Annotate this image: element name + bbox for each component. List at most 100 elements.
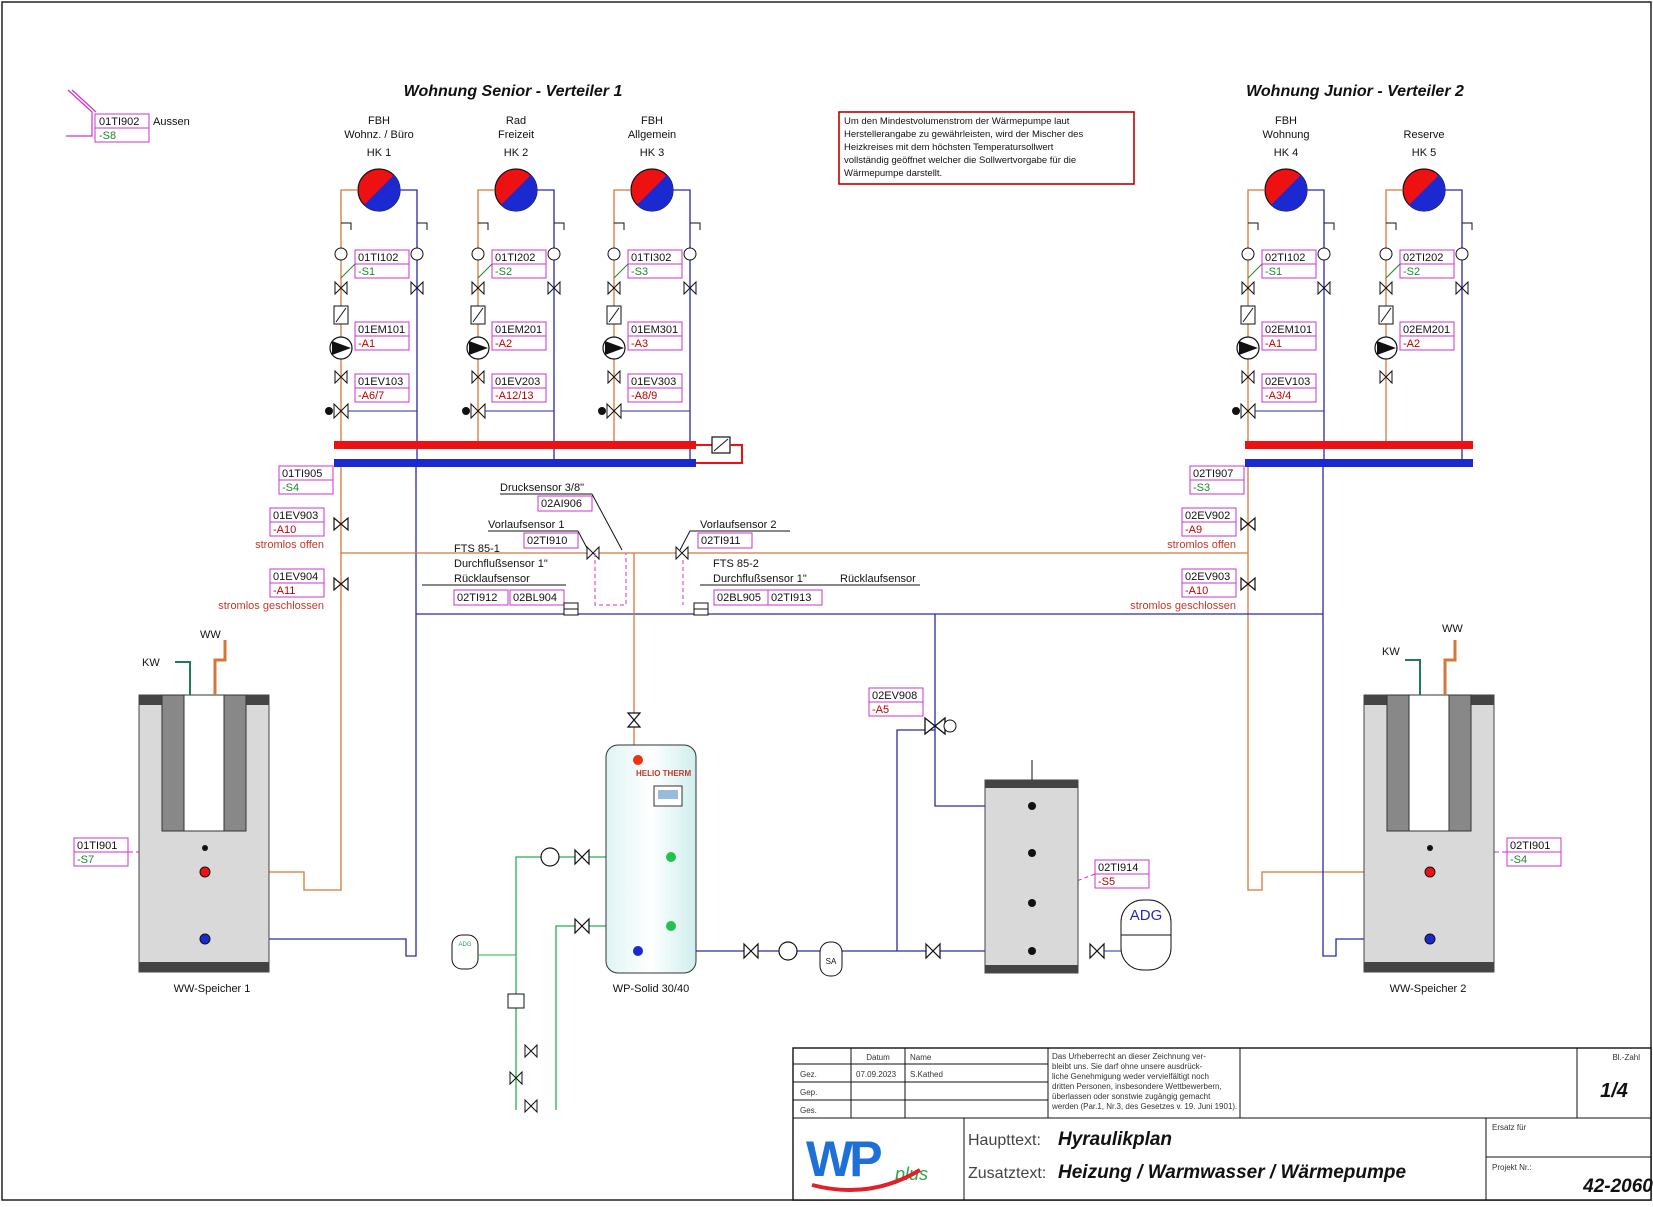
center-sensors: Drucksensor 3/8" 02AI906 Vorlaufsensor 1… xyxy=(422,482,1150,899)
ww-speicher-2: KW WW WW-Speicher 2 xyxy=(1363,623,1495,995)
circuit-3-hk: HK 3 xyxy=(640,147,664,159)
circuit-1-hk: HK 1 xyxy=(367,147,391,159)
vorlauf1-label: Vorlaufsensor 1 xyxy=(488,519,564,531)
ti911-tag: 02TI911 xyxy=(701,535,741,547)
durch2-label: Durchflußsensor 1" xyxy=(713,573,807,585)
ti912-tag: 02TI912 xyxy=(457,592,497,604)
speicher1-ww: WW xyxy=(200,629,221,641)
left-ti905-sub: -S4 xyxy=(282,482,299,494)
circuit-3-line1: FBH xyxy=(641,115,663,127)
circuit-4-ev-sub: -A3/4 xyxy=(1265,390,1291,402)
circuit-4-line2: Wohnung xyxy=(1263,129,1310,141)
circuit-2-ti-tag: 01TI202 xyxy=(495,252,535,264)
ti910-tag: 02TI910 xyxy=(527,535,567,547)
right-ev903: 02EV903 xyxy=(1185,571,1230,583)
speicher2-label: WW-Speicher 2 xyxy=(1390,983,1467,995)
adg-small-vessel: ADG xyxy=(451,934,538,1114)
heating-circuits: FBH Wohnz. / Büro HK 1 01TI102 -S1 01EM101 -A1… xyxy=(325,115,1473,459)
durch1-label: Durchflußsensor 1" xyxy=(454,558,548,570)
outside-sensor: 01TI902 -S8 Aussen xyxy=(66,89,190,143)
tb-projekt: 42-2060 xyxy=(1582,1176,1653,1197)
circuit-1-em-sub: -A1 xyxy=(358,338,375,350)
tb-copyright-6: werden (Par.1, Nr.3, des Gesetzes v. 19.… xyxy=(1051,1102,1237,1111)
left-ev904-sub: -A11 xyxy=(273,585,295,597)
circuit-4-line1: FBH xyxy=(1275,115,1297,127)
note-line-2: Herstellerangabe zu gewährleisten, wird … xyxy=(844,129,1083,140)
circuit-1-em-tag: 01EM101 xyxy=(358,324,405,336)
circuit-2-line1: Rad xyxy=(506,115,526,127)
pipe-valves xyxy=(540,712,1105,961)
outside-sensor-sub: -S8 xyxy=(99,130,116,142)
tb-copyright-2: bleibt uns. Sie darf ohne unsere ausdrüc… xyxy=(1052,1062,1203,1071)
tb-copyright-3: liche Genehmigung weder vervielfältigt n… xyxy=(1052,1072,1209,1081)
right-side-controls: 02TI907 -S3 02EV902 -A9 stromlos offen 0… xyxy=(1130,465,1562,867)
ti914-tag: 02TI914 xyxy=(1098,862,1138,874)
tb-copyright-4: dritten Personen, insbesondere Wettbewer… xyxy=(1052,1082,1222,1091)
tb-row-gez: Gez. xyxy=(800,1070,817,1079)
right-ti907-sub: -S3 xyxy=(1193,482,1210,494)
ww-speicher-1: KW WW WW-Speicher 1 xyxy=(138,629,270,995)
tb-bl-value: 1/4 xyxy=(1600,1080,1628,1102)
note-line-4: vollständig geöffnet welcher die Sollwer… xyxy=(844,155,1076,166)
circuit-5-ti-sub: -S2 xyxy=(1403,266,1420,278)
speicher1-kw: KW xyxy=(142,657,160,669)
right-ev903-sub: -A10 xyxy=(1185,585,1208,597)
tb-zusatz: Heizung / Warmwasser / Wärmepumpe xyxy=(1058,1162,1407,1183)
circuit-1-ev-tag: 01EV103 xyxy=(358,376,403,388)
circuit-1-line2: Wohnz. / Büro xyxy=(344,129,414,141)
tb-haupttext-label: Haupttext: xyxy=(968,1132,1041,1149)
circuit-2-ev-sub: -A12/13 xyxy=(495,390,534,402)
title-block: Datum Name Gez. Gep. Ges. 07.09.2023 S.K… xyxy=(792,1047,1653,1201)
tb-haupttext: Hyraulikplan xyxy=(1058,1129,1172,1150)
ti914-sub: -S5 xyxy=(1098,876,1115,888)
drucksensor-label: Drucksensor 3/8" xyxy=(500,482,584,494)
circuit-3-ev-sub: -A8/9 xyxy=(631,390,657,402)
circuit-4-ti-sub: -S1 xyxy=(1265,266,1282,278)
left-ti905: 01TI905 xyxy=(282,468,322,480)
adg-label: ADG xyxy=(1130,907,1163,924)
heading-right: Wohnung Junior - Verteiler 2 xyxy=(1246,83,1464,100)
speicher1-label: WW-Speicher 1 xyxy=(174,983,251,995)
ai906-tag: 02AI906 xyxy=(541,498,582,510)
note-line-1: Um den Mindestvolumenstrom der Wärmepump… xyxy=(844,116,1070,127)
circuit-1-ti-tag: 01TI102 xyxy=(358,252,398,264)
left-ev904: 01EV904 xyxy=(273,571,318,583)
tb-copyright: Das Urheberrecht an dieser Zeichnung ver… xyxy=(1051,1052,1237,1111)
right-ti901: 02TI901 xyxy=(1510,840,1550,852)
tb-gez-name: S.Kathed xyxy=(910,1070,943,1079)
tb-copyright-5: überlassen oder sonstwie zugängig gemach… xyxy=(1052,1092,1211,1101)
right-ev903-note: stromlos geschlossen xyxy=(1130,600,1236,612)
circuit-1-line1: FBH xyxy=(368,115,390,127)
right-ti907: 02TI907 xyxy=(1193,468,1233,480)
outside-sensor-label: Aussen xyxy=(153,116,190,128)
circuit-2-ti-sub: -S2 xyxy=(495,266,512,278)
circuit-1-ev-sub: -A6/7 xyxy=(358,390,384,402)
circuit-4-em-sub: -A1 xyxy=(1265,338,1282,350)
circuit-4-hk: HK 4 xyxy=(1274,147,1298,159)
left-side-controls: 01TI905 -S4 01EV903 -A10 stromlos offen … xyxy=(73,465,349,867)
circuit-3-em-tag: 01EM301 xyxy=(631,324,678,336)
right-ev902: 02EV902 xyxy=(1185,510,1230,522)
heading-left: Wohnung Senior - Verteiler 1 xyxy=(404,83,623,100)
speicher2-kw: KW xyxy=(1382,646,1400,658)
circuit-5-hk: HK 5 xyxy=(1412,147,1436,159)
tb-col-name: Name xyxy=(910,1053,932,1062)
adg-small-label: ADG xyxy=(458,942,471,948)
tb-col-datum: Datum xyxy=(866,1053,890,1062)
circuit-3-line2: Allgemein xyxy=(628,129,676,141)
tb-copyright-1: Das Urheberrecht an dieser Zeichnung ver… xyxy=(1052,1052,1206,1061)
bl905-tag: 02BL905 xyxy=(717,592,761,604)
wpplus-logo: WP plus xyxy=(806,1131,928,1192)
circuit-3-em-sub: -A3 xyxy=(631,338,648,350)
heliotherm-label: HELIO THERM xyxy=(636,769,691,778)
circuit-4-ev-tag: 02EV103 xyxy=(1265,376,1310,388)
tb-row-ges: Ges. xyxy=(800,1106,817,1115)
main-pipes xyxy=(210,467,1415,1110)
distributor-2 xyxy=(1245,441,1473,467)
note-line-5: Wärmepumpe darstellt. xyxy=(844,168,942,179)
